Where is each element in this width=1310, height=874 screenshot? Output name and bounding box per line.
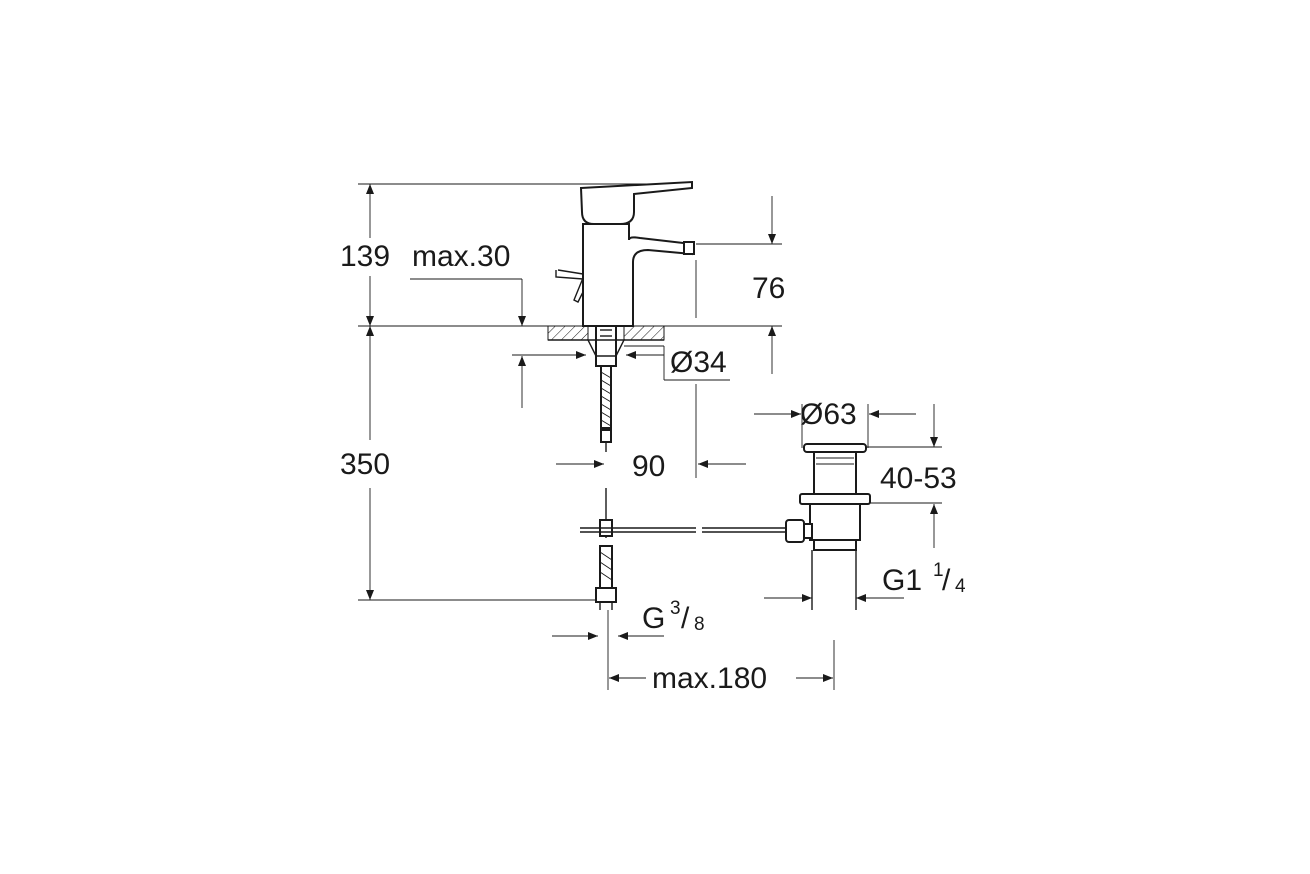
- waste-drain: [785, 443, 871, 610]
- dim-total-height: 139: [340, 240, 390, 273]
- dim-supply-thread: G 3 / 8: [642, 598, 705, 635]
- dim-counter-thickness: 350: [340, 448, 390, 481]
- supply-thread-numerator: 3: [670, 598, 681, 619]
- dim-waste-thread: G1 1 / 4: [882, 560, 966, 597]
- dim-waste-diameter: Ø63: [800, 398, 857, 431]
- waste-thread-numerator: 1: [933, 560, 944, 581]
- dimension-labels: 139 max.30 76 Ø34 350 90 Ø63 40-53 G1 1 …: [340, 240, 966, 695]
- supply-thread-prefix: G: [642, 602, 665, 635]
- countertop: [547, 325, 665, 452]
- dim-spout-reach: 90: [632, 450, 665, 483]
- dim-handle-clearance: max.30: [412, 240, 510, 273]
- waste-thread-denominator: 4: [955, 576, 966, 597]
- lower-assembly: [580, 488, 786, 610]
- dim-max-distance: max.180: [652, 662, 767, 695]
- dimension-arrows: [366, 184, 938, 682]
- extension-lines: [358, 183, 942, 690]
- waste-thread-prefix: G1: [882, 564, 922, 597]
- faucet-body: [555, 180, 695, 327]
- waste-thread-slash: /: [942, 564, 951, 597]
- supply-thread-denominator: 8: [694, 614, 705, 635]
- dim-spout-height: 76: [752, 272, 785, 305]
- supply-thread-slash: /: [681, 602, 690, 635]
- dim-waste-height: 40-53: [880, 462, 957, 495]
- dim-hole-diameter: Ø34: [670, 346, 727, 379]
